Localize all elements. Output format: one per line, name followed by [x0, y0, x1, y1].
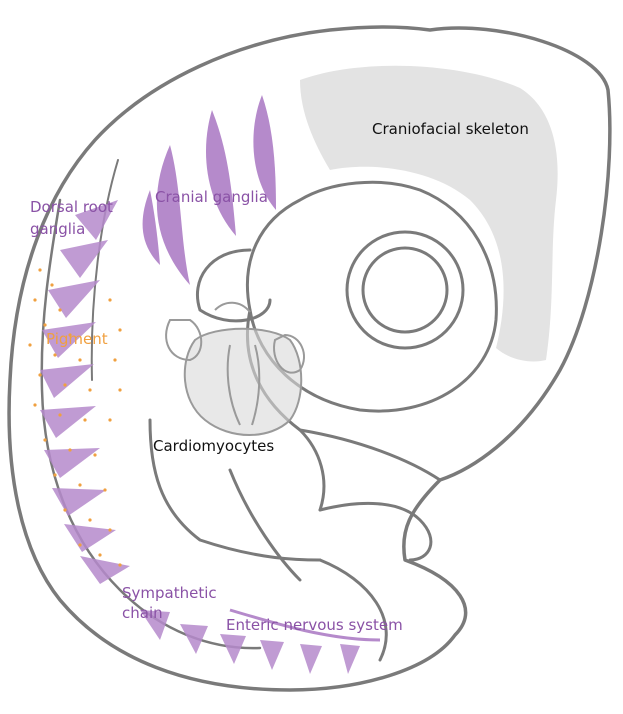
heart: [166, 303, 304, 435]
label-sympathetic-line1: Sympathetic: [122, 584, 217, 602]
label-cardiomyocytes: Cardiomyocytes: [153, 437, 274, 455]
label-sympathetic-line2: chain: [122, 604, 163, 622]
label-enteric-nervous-system: Enteric nervous system: [226, 616, 403, 634]
label-cranial-ganglia: Cranial ganglia: [155, 188, 268, 206]
dorsal-root-ganglia-segments: [40, 200, 130, 584]
label-pigment: Pigment: [46, 330, 108, 348]
eye-inner: [363, 248, 447, 332]
craniofacial-skeleton-region: [300, 66, 558, 362]
label-dorsal-root-line2: ganglia: [30, 220, 85, 238]
label-craniofacial-skeleton: Craniofacial skeleton: [372, 120, 529, 138]
label-dorsal-root-line1: Dorsal root: [30, 198, 113, 216]
